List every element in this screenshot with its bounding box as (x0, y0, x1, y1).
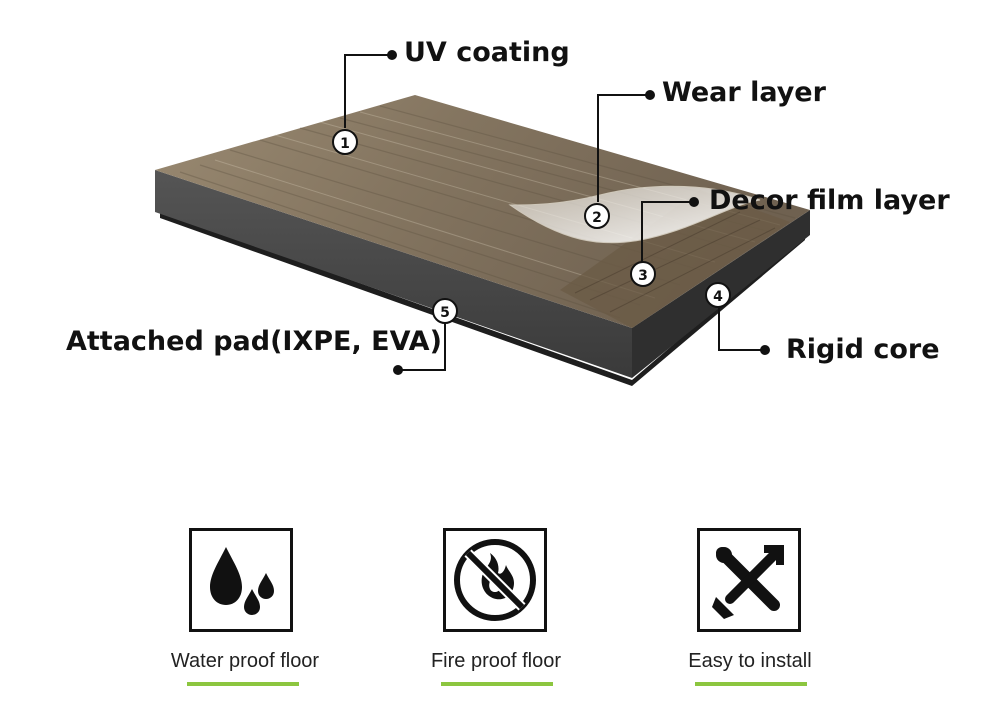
tools-icon (712, 545, 784, 619)
water-proof-underline (187, 682, 299, 686)
floor-plank-illustration: 1 2 3 4 5 (155, 50, 810, 386)
decor-film-layer (560, 190, 790, 328)
leader-lines (344, 54, 762, 371)
svg-text:1: 1 (340, 136, 350, 152)
svg-text:4: 4 (713, 289, 723, 305)
easy-install-underline (695, 682, 807, 686)
svg-text:2: 2 (592, 210, 602, 226)
label-attached-pad: Attached pad(IXPE, EVA) (66, 326, 442, 357)
layer-marker-4: 4 (705, 282, 731, 308)
label-uv-coating: UV coating (404, 37, 570, 68)
svg-text:3: 3 (638, 268, 648, 284)
label-decor-film-layer: Decor film layer (709, 185, 950, 216)
fire-proof-underline (441, 682, 553, 686)
layer-marker-1: 1 (332, 129, 358, 155)
fire-proof-box (443, 528, 547, 632)
feature-label-water-proof: Water proof floor (170, 650, 320, 672)
label-wear-layer: Wear layer (662, 77, 826, 108)
layer-marker-5: 5 (432, 298, 458, 324)
label-rigid-core: Rigid core (786, 334, 940, 365)
rigid-core-front (155, 170, 632, 378)
easy-install-box (697, 528, 801, 632)
feature-label-fire-proof: Fire proof floor (430, 650, 562, 672)
water-proof-box (189, 528, 293, 632)
layer-marker-3: 3 (630, 261, 656, 287)
svg-text:5: 5 (440, 305, 450, 321)
water-drops-icon (210, 547, 274, 615)
no-fire-icon (454, 539, 536, 621)
layer-marker-2: 2 (584, 203, 610, 229)
feature-label-easy-install: Easy to install (688, 650, 812, 672)
leader-dots (387, 50, 770, 375)
